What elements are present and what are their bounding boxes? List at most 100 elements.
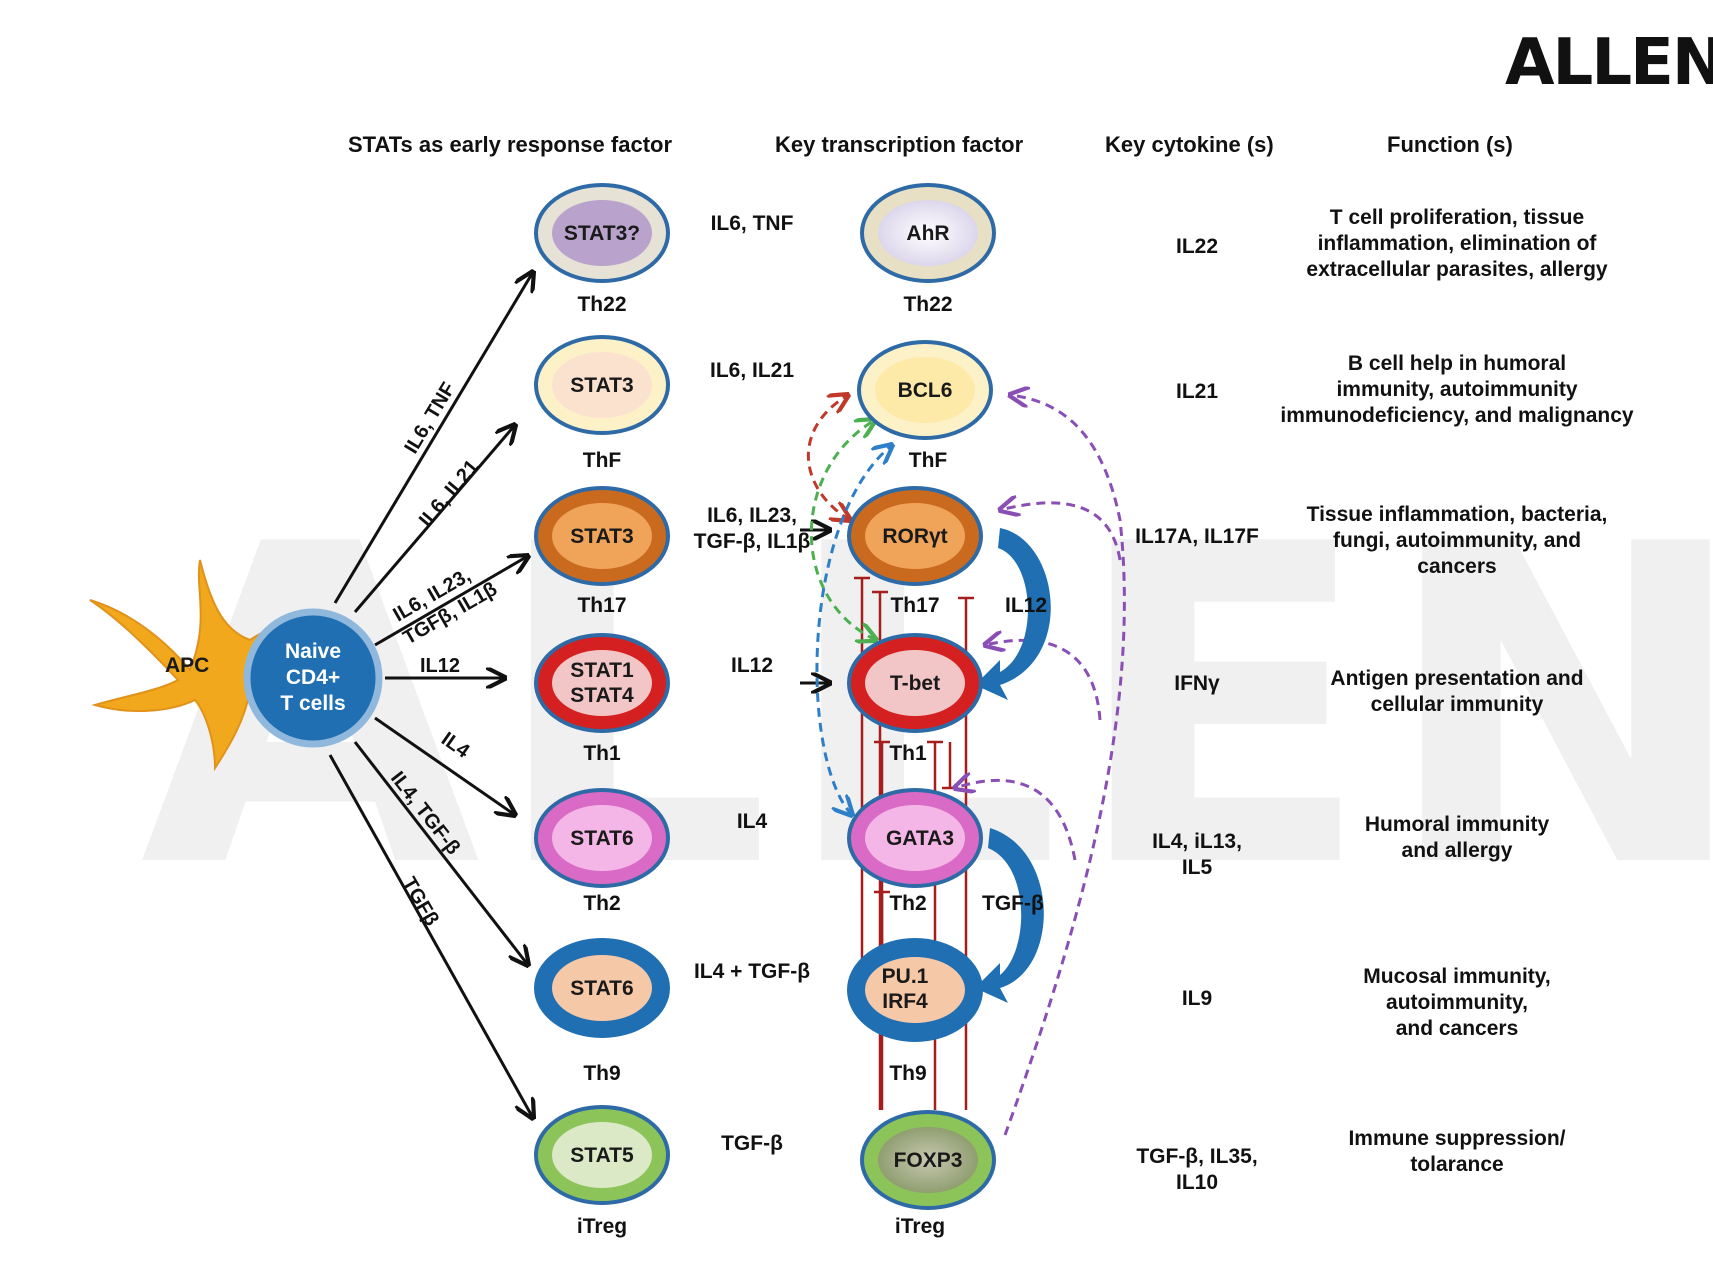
tf-cell-label-th2: Th2 (889, 892, 926, 915)
stat-cell-label-th9: Th9 (583, 1062, 620, 1085)
stat-cell-label-th1: Th1 (583, 742, 621, 765)
svg-text:FOXP3: FOXP3 (894, 1149, 963, 1172)
function-column: T cell proliferation, tissue inflammatio… (1280, 206, 1634, 1176)
function-th9-1: Mucosal immunity, (1363, 965, 1550, 988)
svg-text:IRF4: IRF4 (882, 990, 928, 1013)
tf-node-ahr: AhR (860, 183, 996, 283)
side-label-tgfb: TGF-β (982, 892, 1044, 915)
stat-node-th22: STAT3? (534, 183, 670, 283)
svg-text:STAT3: STAT3 (570, 374, 633, 397)
stat-cell-label-itreg: iTreg (577, 1215, 627, 1238)
svg-text:STAT6: STAT6 (570, 977, 633, 1000)
differentiation-arrows (328, 272, 533, 1118)
tf-node-pu1-irf4: PU.1 IRF4 (847, 938, 983, 1042)
naive-label-2: CD4+ (286, 666, 340, 689)
function-th2-1: Humoral immunity (1365, 813, 1550, 836)
stat-node-th17: STAT3 (534, 486, 670, 586)
cytokine-th17: IL17A, IL17F (1135, 525, 1259, 548)
cytokine-th9: IL9 (1182, 987, 1212, 1010)
tf-node-bcl6: BCL6 (857, 340, 993, 440)
naive-label-3: T cells (280, 692, 345, 715)
stat-cell-label-th22: Th22 (577, 293, 626, 316)
mid-label-th22: IL6, TNF (711, 212, 794, 235)
mid-label-thf: IL6, IL21 (710, 359, 794, 382)
svg-text:RORγt: RORγt (882, 525, 947, 548)
svg-text:BCL6: BCL6 (898, 379, 953, 402)
side-label-il12: IL12 (1005, 594, 1047, 617)
arrow-to-th17 (374, 556, 528, 647)
tf-cell-label-itreg: iTreg (895, 1215, 945, 1238)
svg-text:STAT4: STAT4 (570, 684, 634, 707)
arrow-to-thf (353, 425, 515, 613)
cytokine-thf: IL21 (1176, 380, 1218, 403)
function-th17-1: Tissue inflammation, bacteria, (1307, 503, 1608, 526)
function-thf-1: B cell help in humoral (1348, 352, 1566, 375)
function-th22-1: T cell proliferation, tissue (1330, 206, 1584, 229)
header-cytokine: Key cytokine (s) (1105, 132, 1274, 157)
function-th17-3: cancers (1417, 555, 1496, 578)
cytokine-itreg-2: IL10 (1176, 1171, 1218, 1194)
header-transcription-factor: Key transcription factor (775, 132, 1024, 157)
cytokine-th2-2: IL5 (1182, 856, 1213, 879)
tf-node-roryt: RORγt (847, 486, 983, 586)
header-stats: STATs as early response factor (348, 132, 672, 157)
stat-node-itreg: STAT5 (534, 1105, 670, 1205)
dashed-arrow-blue (815, 445, 892, 815)
tf-cell-label-th1: Th1 (889, 742, 927, 765)
stat-node-th1: STAT1 STAT4 (534, 633, 670, 733)
tf-node-foxp3: FOXP3 (860, 1110, 996, 1210)
stat-cell-label-th17: Th17 (577, 594, 626, 617)
tf-cell-label-th17: Th17 (890, 594, 939, 617)
svg-text:GATA3: GATA3 (886, 827, 954, 850)
function-itreg-1: Immune suppression/ (1348, 1127, 1565, 1150)
tf-node-gata3: GATA3 (847, 788, 983, 888)
function-th17-2: fungi, autoimmunity, and (1333, 529, 1581, 552)
mid-label-th17-1: IL6, IL23, (707, 504, 797, 527)
arrow-to-th2 (374, 716, 515, 815)
allen-logo: ALLEN (1505, 26, 1713, 100)
function-th2-2: and allergy (1402, 839, 1513, 862)
stat-node-th9: STAT6 (534, 938, 670, 1038)
tf-node-tbet: T-bet (847, 633, 983, 733)
header-function: Function (s) (1387, 132, 1513, 157)
naive-label-1: Naive (285, 640, 341, 663)
svg-text:T-bet: T-bet (890, 672, 940, 695)
mid-label-th1: IL12 (731, 654, 773, 677)
mid-label-itreg: TGF-β (721, 1132, 783, 1155)
tf-cell-label-th22: Th22 (903, 293, 952, 316)
function-th22-2: inflammation, elimination of (1318, 232, 1598, 255)
blue-curved-arrow-2 (975, 828, 1044, 1003)
svg-text:PU.1: PU.1 (882, 965, 929, 988)
arrow-to-th22 (333, 272, 533, 604)
svg-text:STAT5: STAT5 (570, 1144, 634, 1167)
apc-label: APC (165, 654, 209, 677)
function-th9-3: and cancers (1396, 1017, 1519, 1040)
tf-cell-label-th9: Th9 (889, 1062, 926, 1085)
tf-cell-label-thf: ThF (909, 449, 948, 472)
function-itreg-2: tolarance (1410, 1153, 1503, 1176)
stat-cell-label-thf: ThF (583, 449, 622, 472)
cytokine-th2-1: IL4, iL13, (1152, 830, 1242, 853)
function-th1-1: Antigen presentation and (1330, 667, 1583, 690)
mid-label-th2: IL4 (737, 810, 768, 833)
cytokine-th1: IFNγ (1174, 672, 1220, 695)
mid-label-th17-2: TGF-β, IL1β (694, 530, 811, 553)
stat-cell-label-th2: Th2 (583, 892, 620, 915)
svg-text:STAT1: STAT1 (570, 659, 634, 682)
blue-curved-arrow-1 (975, 528, 1051, 700)
function-thf-2: immunity, autoimmunity (1336, 378, 1577, 401)
arrow-to-itreg (328, 754, 533, 1118)
function-th9-2: autoimmunity, (1386, 991, 1528, 1014)
stat-node-thf: STAT3 (534, 335, 670, 435)
function-thf-3: immunodeficiency, and malignancy (1280, 404, 1634, 427)
cytokine-itreg-1: TGF-β, IL35, (1136, 1145, 1257, 1168)
function-th22-3: extracellular parasites, allergy (1306, 258, 1607, 281)
svg-text:AhR: AhR (906, 222, 949, 245)
arrow-to-th9 (353, 741, 528, 965)
naive-cd4-cell: Naive CD4+ T cells (243, 608, 383, 748)
stat-node-th2: STAT6 (534, 788, 670, 888)
function-th1-2: cellular immunity (1371, 693, 1544, 716)
arrow-label-th1: IL12 (420, 655, 460, 677)
svg-text:STAT3: STAT3 (570, 525, 633, 548)
